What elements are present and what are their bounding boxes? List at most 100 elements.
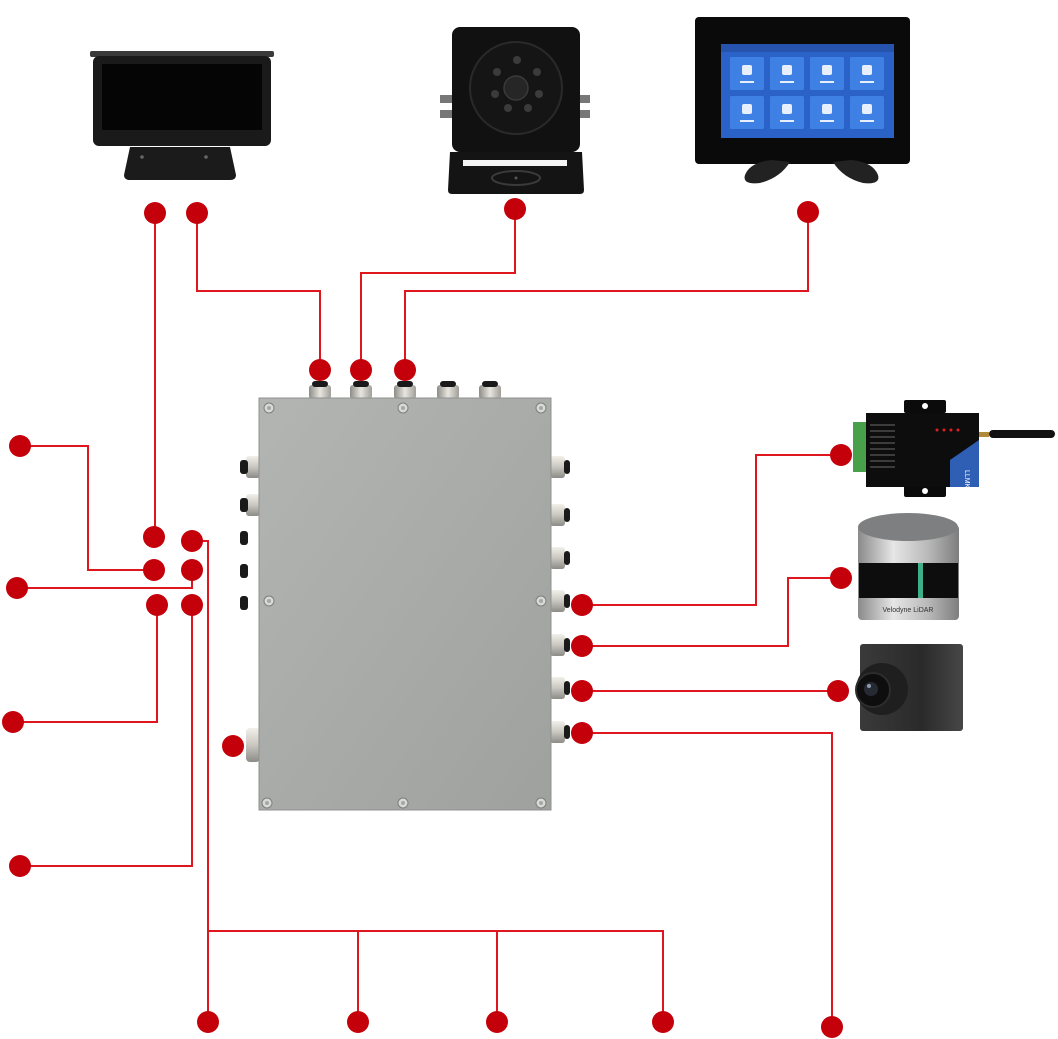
right-port-nut [550,721,565,743]
box-screw-head [265,801,269,805]
connection-node[interactable] [143,559,165,581]
wire [582,577,841,647]
wire [582,454,841,606]
connection-node[interactable] [309,359,331,381]
monitor-visor [90,51,274,57]
connection-node[interactable] [9,435,31,457]
connection-node[interactable] [504,198,526,220]
camera-side-bolt [578,95,590,103]
right-port-cap [564,725,570,739]
camera-mount-hole [514,176,518,180]
connection-node[interactable] [486,1011,508,1033]
top-port-cap [440,381,456,387]
connection-node[interactable] [9,855,31,877]
connection-node[interactable] [830,567,852,589]
industrial-camera-glass [864,682,878,696]
connection-node[interactable] [797,201,819,223]
dtu-brand-text: LLMKOT® [963,470,971,504]
wire [17,570,193,589]
left-port-nut [246,456,260,478]
box-screws [261,402,547,809]
right-port-cap [564,681,570,695]
right-port-nut [550,504,565,526]
dtu-device: LLMKOT® [853,400,1055,504]
industrial-camera-reflection [867,684,871,688]
camera-ir-leds [491,56,543,112]
monitor-stand [124,147,236,180]
tablet-app-icon [782,65,792,75]
tablet-app-icon [742,65,752,75]
monitor-device [90,51,274,180]
connection-node[interactable] [181,530,203,552]
connection-node[interactable] [571,594,593,616]
connection-node[interactable] [830,444,852,466]
top-port-nut [437,385,459,399]
connection-node[interactable] [222,735,244,757]
connection-node[interactable] [146,594,168,616]
dtu-mount-hole [922,403,928,409]
top-port-cap [353,381,369,387]
tablet-app-label [860,120,874,122]
connection-node[interactable] [652,1011,674,1033]
right-port-nut [550,634,565,656]
connection-node[interactable] [347,1011,369,1033]
left-port-cap [240,596,248,610]
left-port-cap [240,498,248,512]
left-port-cap [240,460,248,474]
right-port-nut [550,590,565,612]
wire [13,605,158,723]
left-port-column [240,456,260,762]
connection-node[interactable] [821,1016,843,1038]
connection-node[interactable] [827,680,849,702]
connection-node[interactable] [571,722,593,744]
connection-node[interactable] [6,577,28,599]
connection-node[interactable] [571,635,593,657]
top-port-nut [350,385,372,399]
dtu-mount-hole [922,488,928,494]
right-port-cap [564,508,570,522]
connection-node[interactable] [181,559,203,581]
connection-node[interactable] [2,711,24,733]
tablet-app-icon [822,104,832,114]
top-port-cap [482,381,498,387]
top-port-nut [394,385,416,399]
tablet-app-label [820,120,834,122]
controller-box [240,381,570,811]
dtu-brand-panel [950,440,979,487]
right-port-nut [550,547,565,569]
connection-node[interactable] [143,526,165,548]
dtu-antenna [989,430,1055,438]
box-screw-head [401,406,405,410]
box-screw-head [267,599,271,603]
left-gland-nut [246,728,260,762]
right-port-cap [564,638,570,652]
tablet-device [695,17,910,184]
right-port-cap [564,460,570,474]
connection-node[interactable] [144,202,166,224]
lidar-window-highlight [918,563,923,598]
connection-node[interactable] [181,594,203,616]
tablet-app-label [860,81,874,83]
top-port-nut [479,385,501,399]
left-port-cap [240,564,248,578]
connection-node[interactable] [394,359,416,381]
connection-node[interactable] [350,359,372,381]
left-port-cap [240,531,248,545]
connection-node[interactable] [186,202,208,224]
wire [404,212,809,370]
tablet-app-icon [742,104,752,114]
lidar-top-cap [858,513,958,541]
top-port-nut [309,385,331,399]
controller-box-body [258,397,552,811]
connection-node[interactable] [197,1011,219,1033]
tablet-app-label [740,120,754,122]
industrial-camera-device [855,644,963,731]
dtu-terminal-labels [870,424,895,468]
tablet-app-label [780,120,794,122]
connection-node[interactable] [571,680,593,702]
tablet-app-icon [822,65,832,75]
wire [196,213,321,370]
camera-side-bolt [440,95,452,103]
box-screw-head [267,406,271,410]
